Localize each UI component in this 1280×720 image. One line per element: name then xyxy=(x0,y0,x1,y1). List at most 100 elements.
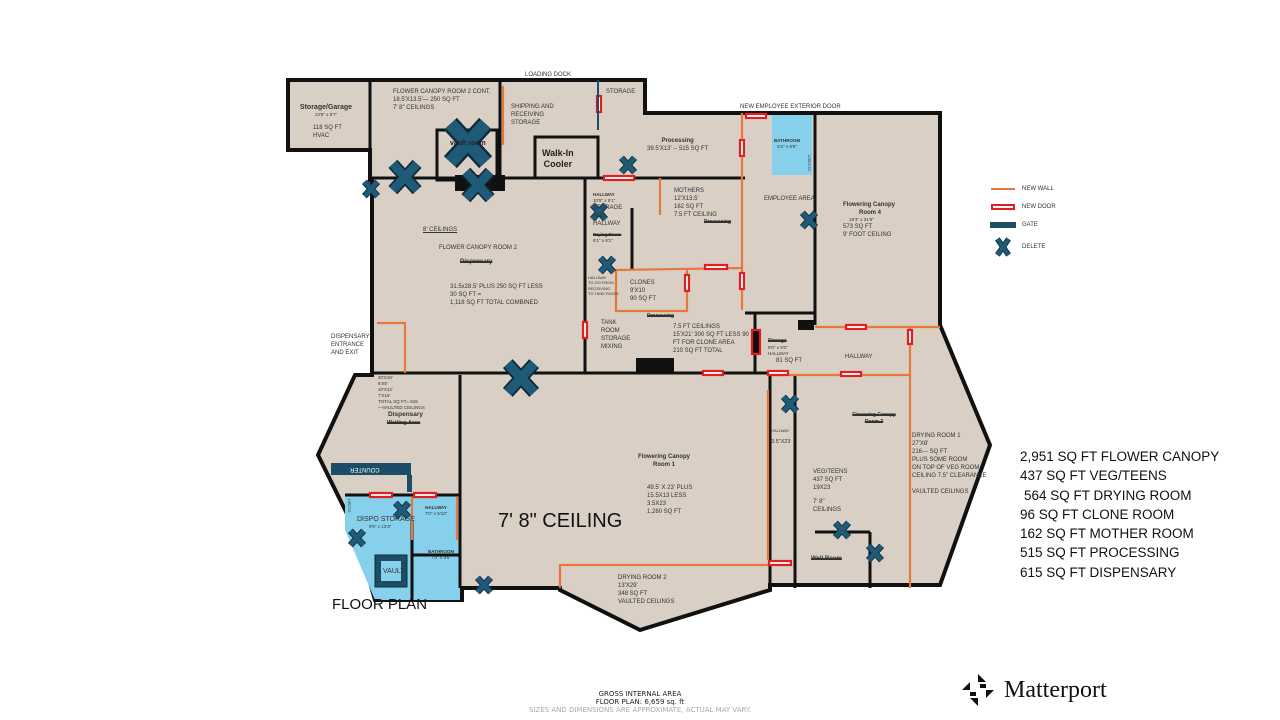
legend-gate: GATE xyxy=(990,216,1056,234)
label-line: ENTRANCE xyxy=(331,342,365,349)
delete-x-icon xyxy=(502,359,540,397)
wall-block xyxy=(636,358,674,374)
label-line: HALLWAY xyxy=(588,275,607,280)
counter xyxy=(331,463,411,475)
label-line: ON TOP OF VEG ROOM xyxy=(912,465,980,472)
stat-line: 437 SQ FT VEG/TEENS xyxy=(1020,468,1167,484)
label-line: 162 SQ FT xyxy=(674,204,704,211)
label-line: 348 SQ FT xyxy=(618,591,648,598)
gross-area-label: GROSS INTERNAL AREA xyxy=(598,690,682,698)
room-dims: 6'1" x 8'1" xyxy=(593,238,613,244)
label-line: 7'X16' xyxy=(378,393,391,399)
room-name: Processing xyxy=(661,138,694,144)
legend-label: NEW WALL xyxy=(1022,186,1054,192)
label-line: 1,118 SQ FT TOTAL COMBINED xyxy=(450,300,538,307)
label-line: 7.5 FT CEILINGS xyxy=(673,324,720,330)
closet-label: CLOSET xyxy=(347,498,352,513)
label-line: 10'X12' xyxy=(378,387,393,393)
room-name: HALLWAY xyxy=(425,505,447,510)
label-line: FT FOR CLONE AREA xyxy=(673,340,735,347)
flower-canopy-2-area: 31.5x28.5' PLUS 250 SQ FT LESS 30 SQ FT … xyxy=(450,283,543,307)
label-line: AND xyxy=(593,213,606,220)
label-line: TOTAL SQ FT= 615 xyxy=(378,399,418,405)
room-flower-canopy-2-cont: FLOWER CANOPY ROOM 2 CONT. 18.5'X13.5'— … xyxy=(393,88,491,112)
room-shipping: SHIPPING AND RECEIVING STORAGE xyxy=(511,103,554,127)
room-area: 81 SQ FT xyxy=(776,357,803,364)
label-line: —VAULTED CEILINGS xyxy=(378,405,425,411)
label-line: ROOM xyxy=(601,328,620,335)
old-dispensary-label: Dispensary xyxy=(460,259,493,265)
label-line: MIXING xyxy=(601,344,623,351)
label-line: CEILING 7.5" CLEARANCE xyxy=(912,473,987,480)
label-line: MOTHERS xyxy=(674,188,704,194)
room-dims: 13'6" x 9'7" xyxy=(314,112,338,118)
room-employee-area: EMPLOYEE AREA xyxy=(764,196,815,202)
room-area: 573 SQ FT xyxy=(843,224,873,231)
label-line: VAULTED CEILINGS xyxy=(618,599,675,606)
disclaimer: SIZES AND DIMENSIONS ARE APPROXIMATE, AC… xyxy=(528,706,752,714)
room-storage-mid: Storage 9'0" x 9'0" HALLWAY 81 SQ FT xyxy=(768,338,802,365)
label-line: 3.5X23 xyxy=(647,501,667,508)
label-line: TO GO FROM xyxy=(588,280,614,286)
delete-x-icon xyxy=(347,528,367,548)
vault-inner xyxy=(381,561,401,581)
delete-x-icon xyxy=(832,520,852,540)
label-line: DRYING ROOM 2 xyxy=(618,575,667,581)
label-line: AND EXIT xyxy=(331,350,359,357)
delete-x-icon xyxy=(392,500,412,520)
label-line: 6'X5' xyxy=(378,381,388,387)
legend-label: NEW DOOR xyxy=(1022,204,1056,210)
old-processing-label: Processing xyxy=(647,313,674,319)
room-dims: 6'1" x 8'9" xyxy=(777,144,797,150)
ceiling-8ft-label: 8' CEILINGS xyxy=(423,227,458,233)
new-employee-door-label: NEW EMPLOYEE EXTERIOR DOOR xyxy=(740,104,841,110)
legend-label: DELETE xyxy=(1022,244,1046,250)
room-hallway-right: HALLWAY xyxy=(845,354,873,360)
label-line: 7' 8" xyxy=(813,499,825,506)
delete-x-icon xyxy=(474,575,494,595)
room-walk-in-cooler: Walk-In Cooler xyxy=(542,148,574,170)
delete-x-icon xyxy=(799,210,819,230)
gate-swatch-icon xyxy=(990,222,1016,228)
stat-line: 615 SQ FT DISPENSARY xyxy=(1020,564,1177,580)
floor-plan-title: FLOOR PLAN xyxy=(332,596,428,613)
delete-x-icon xyxy=(589,202,609,222)
stat-line: 2,951 SQ FT FLOWER CANOPY xyxy=(1020,449,1220,464)
loading-dock-label: LOADING DOCK xyxy=(525,72,572,78)
room-hallway-narrow: HALLWAY 3.5"X23 xyxy=(771,428,790,447)
room-dispo-storage: DISPO STORAGE 9'9" x 13'3" xyxy=(357,515,415,531)
room-drying-1: DRYING ROOM 1 27'X8' 216--- SQ FT PLUS S… xyxy=(912,432,987,496)
room-name: BATHROOM xyxy=(774,138,801,143)
delete-x-icon xyxy=(443,117,493,169)
label-line: 216--- SQ FT xyxy=(912,449,948,456)
label-line: 30 SQ FT = xyxy=(450,292,482,299)
room-name: Dispensary xyxy=(388,411,424,419)
room-veg-teens: VEG/TEENS 437 SQ FT 19X23 7' 8" CEILINGS xyxy=(813,468,847,514)
label-line: STORAGE xyxy=(601,336,631,343)
dispensary-entrance-label: DISPENSARY ENTRANCE AND EXIT xyxy=(331,333,370,357)
label-line: STORAGE xyxy=(593,205,623,212)
label-line: 1,260 SQ FT xyxy=(647,509,682,516)
label-line: 437 SQ FT xyxy=(813,477,843,484)
room-dispensary: 20'X18' 6'X5' 10'X12' 7'X16' TOTAL SQ FT… xyxy=(378,375,425,428)
room-dims: 9'0" x 9'0" xyxy=(768,344,788,350)
room-name: Storage/Garage xyxy=(299,104,353,111)
delete-x-icon xyxy=(865,543,885,563)
room-dims: 3.5"X23 xyxy=(771,439,791,446)
label-line: TANK xyxy=(601,320,617,326)
room-storage-garage: Storage/Garage 13'6" x 9'7" 118 SQ FT HV… xyxy=(291,103,361,140)
room-flowering-canopy-1: Flowering Canopy Room 1 xyxy=(638,453,690,469)
old-label: Processing xyxy=(704,219,731,226)
room-name: Flowering Canopy xyxy=(638,454,691,460)
label-line: 7' 8" CEILINGS xyxy=(393,105,435,112)
delete-x-icon xyxy=(995,237,1011,257)
label-line: RECEIVING xyxy=(588,285,611,291)
delete-x-icon xyxy=(461,167,495,203)
flowering-canopy-1-area: 49.5' X 23' PLUS 15.5X13 LESS 3.5X23 1,2… xyxy=(647,484,692,516)
legend: NEW WALL NEW DOOR GATE DELETE xyxy=(990,180,1056,260)
label-line: 15.5X13 LESS xyxy=(647,493,687,500)
label-line: 13'X29' xyxy=(618,583,638,590)
room-mothers: MOTHERS 12'X13.5' 162 SQ FT 7.5 FT CEILI… xyxy=(674,187,731,226)
label-line: 18.5'X13.5'— 250 SQ FT xyxy=(393,97,460,104)
room-name: BATHROOM xyxy=(428,549,455,554)
